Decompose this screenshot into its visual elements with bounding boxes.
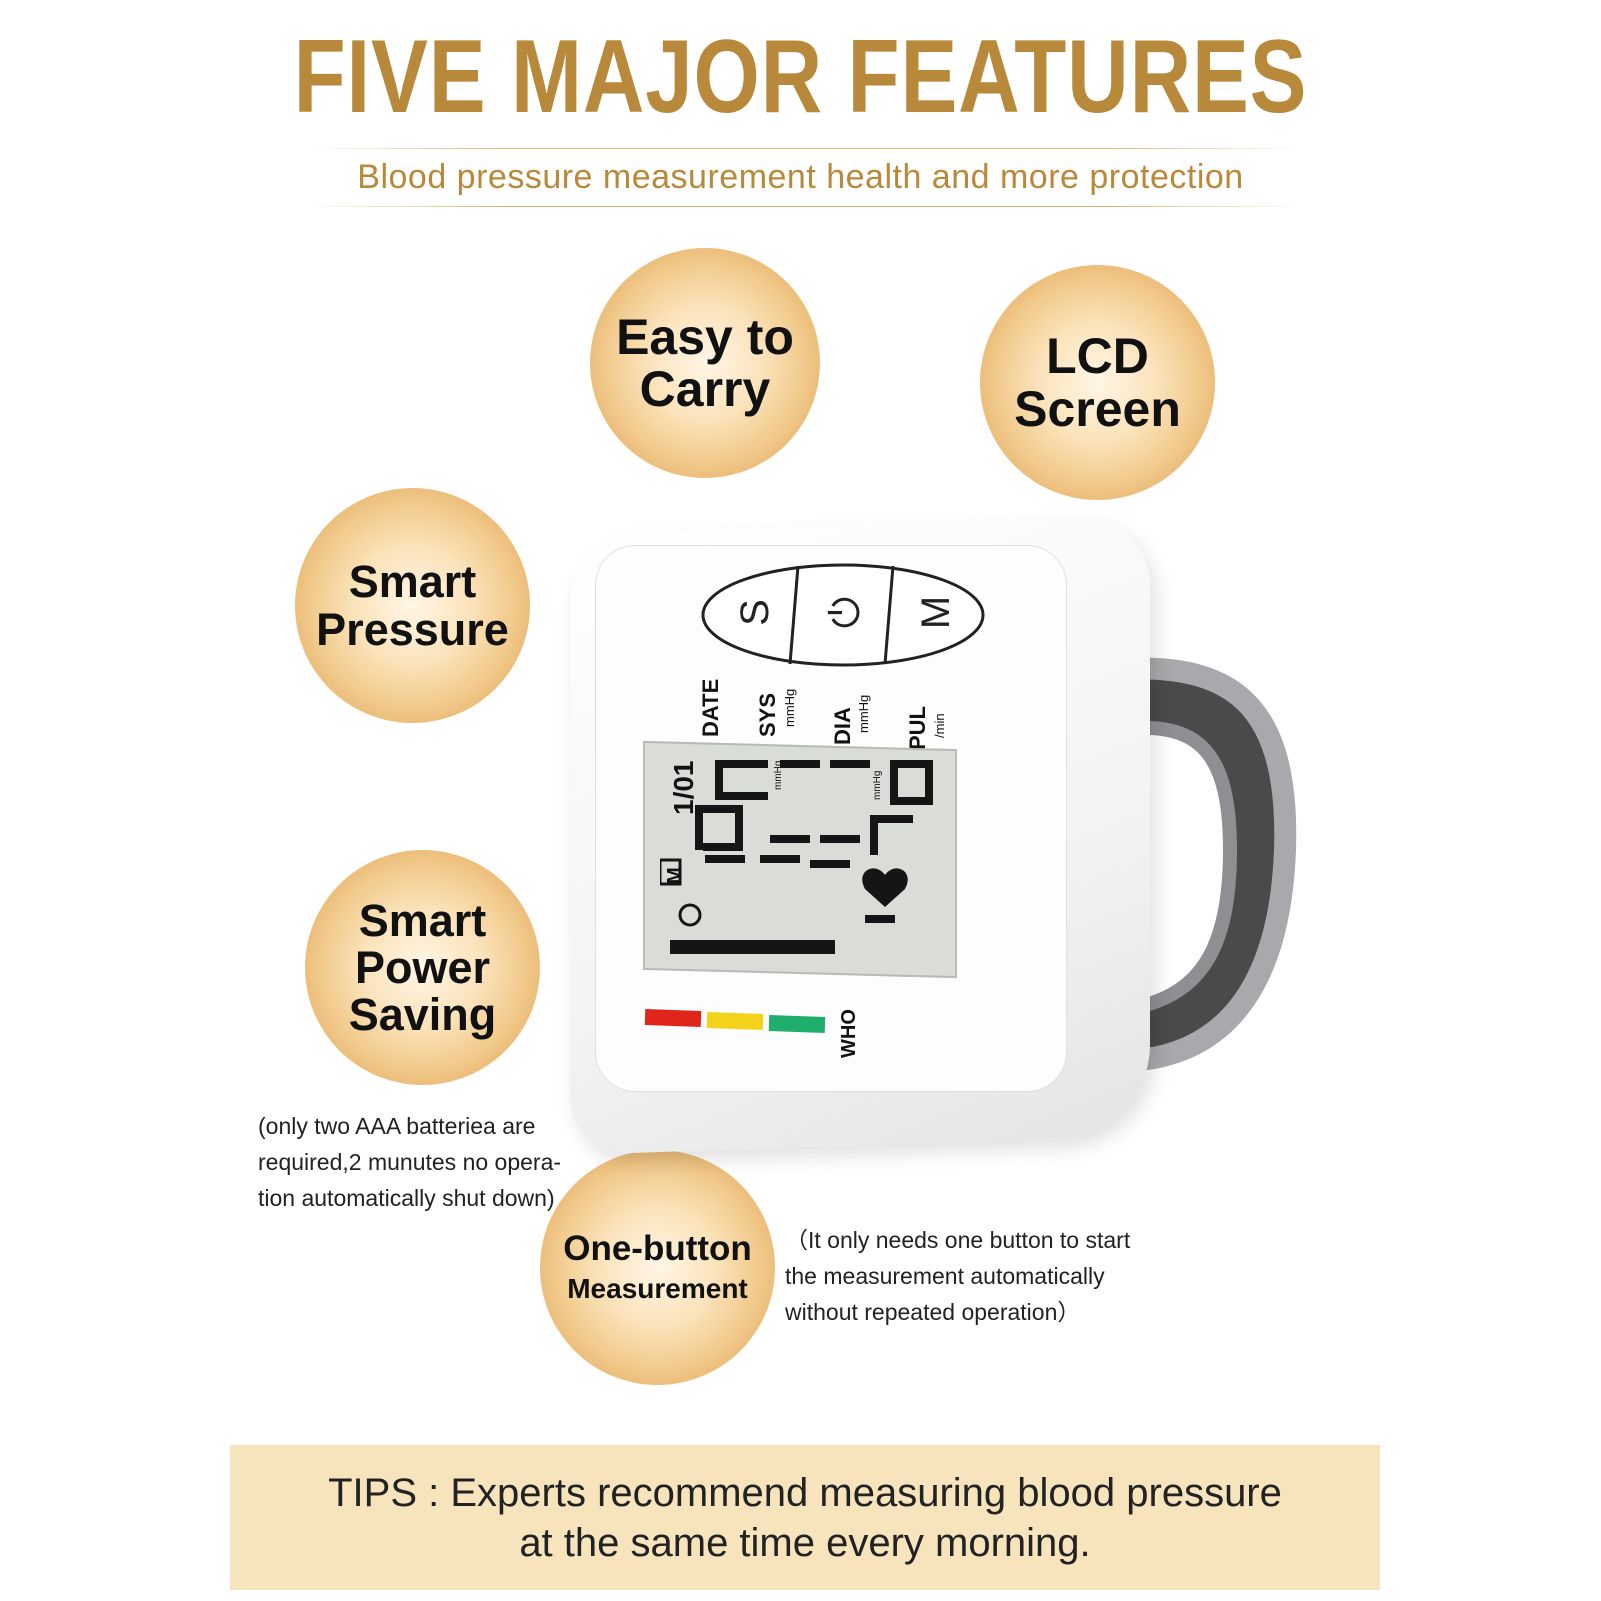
feature-label-line: Measurement	[567, 1273, 748, 1305]
feature-smart-power-saving: Smart Power Saving	[305, 850, 540, 1085]
note-line: (only two AAA batteriea are	[258, 1113, 536, 1139]
feature-label-line: Smart	[348, 556, 477, 608]
who-indicator-red	[644, 1009, 702, 1027]
note-line: （It only needs one button to start	[785, 1227, 1131, 1253]
feature-label-line: LCD	[1046, 328, 1149, 384]
feature-label-line: Power	[354, 941, 491, 993]
page-subtitle: Blood pressure measurement health and mo…	[357, 158, 1244, 196]
dia-unit-label: mmHg	[856, 694, 871, 733]
lcd-memory-indicator: M	[664, 867, 686, 884]
s-button[interactable]: S	[732, 599, 777, 626]
lcd-digit-segments	[660, 760, 933, 954]
sys-label: SYS	[755, 692, 780, 737]
pul-label: PUL	[905, 706, 930, 750]
dia-label: DIA	[830, 707, 855, 745]
feature-label-line: Easy to	[616, 308, 794, 365]
note-line: without repeated operation）	[785, 1299, 1081, 1325]
feature-label-line: Screen	[1014, 380, 1181, 437]
feature-one-button-measurement: One-button Measurement	[540, 1150, 775, 1385]
feature-label-line: Saving	[348, 989, 497, 1041]
subtitle-bottom-divider	[305, 206, 1305, 207]
tips-line: at the same time every morning.	[519, 1520, 1091, 1565]
date-label: DATE	[698, 678, 723, 737]
power-button-icon[interactable]: ⏻	[823, 596, 868, 629]
pul-unit-label: /min	[932, 713, 947, 738]
page-title: FIVE MAJOR FEATURES	[293, 19, 1308, 135]
wrist-cuff-strap	[1099, 650, 1297, 1070]
note-line: tion automatically shut down)	[258, 1185, 555, 1211]
feature-lcd-screen: LCD Screen	[980, 265, 1215, 500]
note-line: the measurement automatically	[785, 1263, 1105, 1289]
note-line: required,2 munutes no opera-	[258, 1149, 562, 1175]
one-button-note: （It only needs one button to start the m…	[785, 1222, 1135, 1330]
feature-label-line: Pressure	[316, 603, 509, 655]
m-button[interactable]: M	[914, 595, 959, 630]
feature-smart-pressure: Smart Pressure	[295, 488, 530, 723]
who-indicator-green	[768, 1015, 826, 1033]
who-label: WHO	[838, 1009, 860, 1058]
power-saving-note: (only two AAA batteriea are required,2 m…	[258, 1108, 563, 1216]
feature-label-line: One-button	[563, 1229, 752, 1269]
tips-banner: TIPS : Experts recommend measuring blood…	[230, 1445, 1380, 1590]
feature-label-line: Carry	[639, 361, 771, 417]
subtitle-top-divider	[305, 148, 1305, 149]
device-button-panel	[701, 563, 985, 667]
tips-line: TIPS : Experts recommend measuring blood…	[328, 1470, 1282, 1515]
sys-unit-label: mmHg	[782, 688, 797, 727]
who-indicator-yellow	[706, 1012, 764, 1030]
feature-easy-to-carry: Easy to Carry	[590, 248, 820, 478]
feature-label-line: Smart	[358, 894, 487, 946]
